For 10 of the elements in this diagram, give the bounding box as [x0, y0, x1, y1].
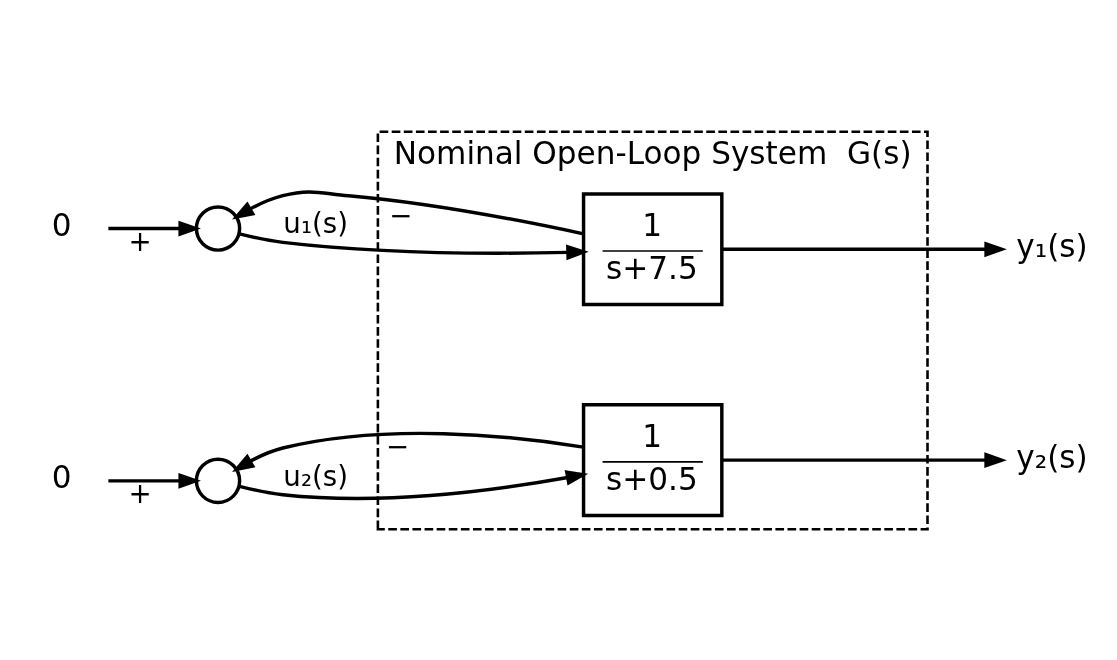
edge-label: + — [128, 224, 152, 258]
edge-label: u₂(s) — [283, 459, 348, 493]
node-text: 0 — [51, 206, 72, 243]
node-text: y₁(s) — [1016, 227, 1088, 264]
edge-label: u₁(s) — [283, 206, 348, 240]
node-text: y₂(s) — [1016, 438, 1088, 475]
node-text: 0 — [51, 458, 72, 495]
edge-label: − — [385, 429, 410, 463]
edge-label: − — [389, 198, 413, 232]
edge-label: + — [128, 476, 152, 510]
